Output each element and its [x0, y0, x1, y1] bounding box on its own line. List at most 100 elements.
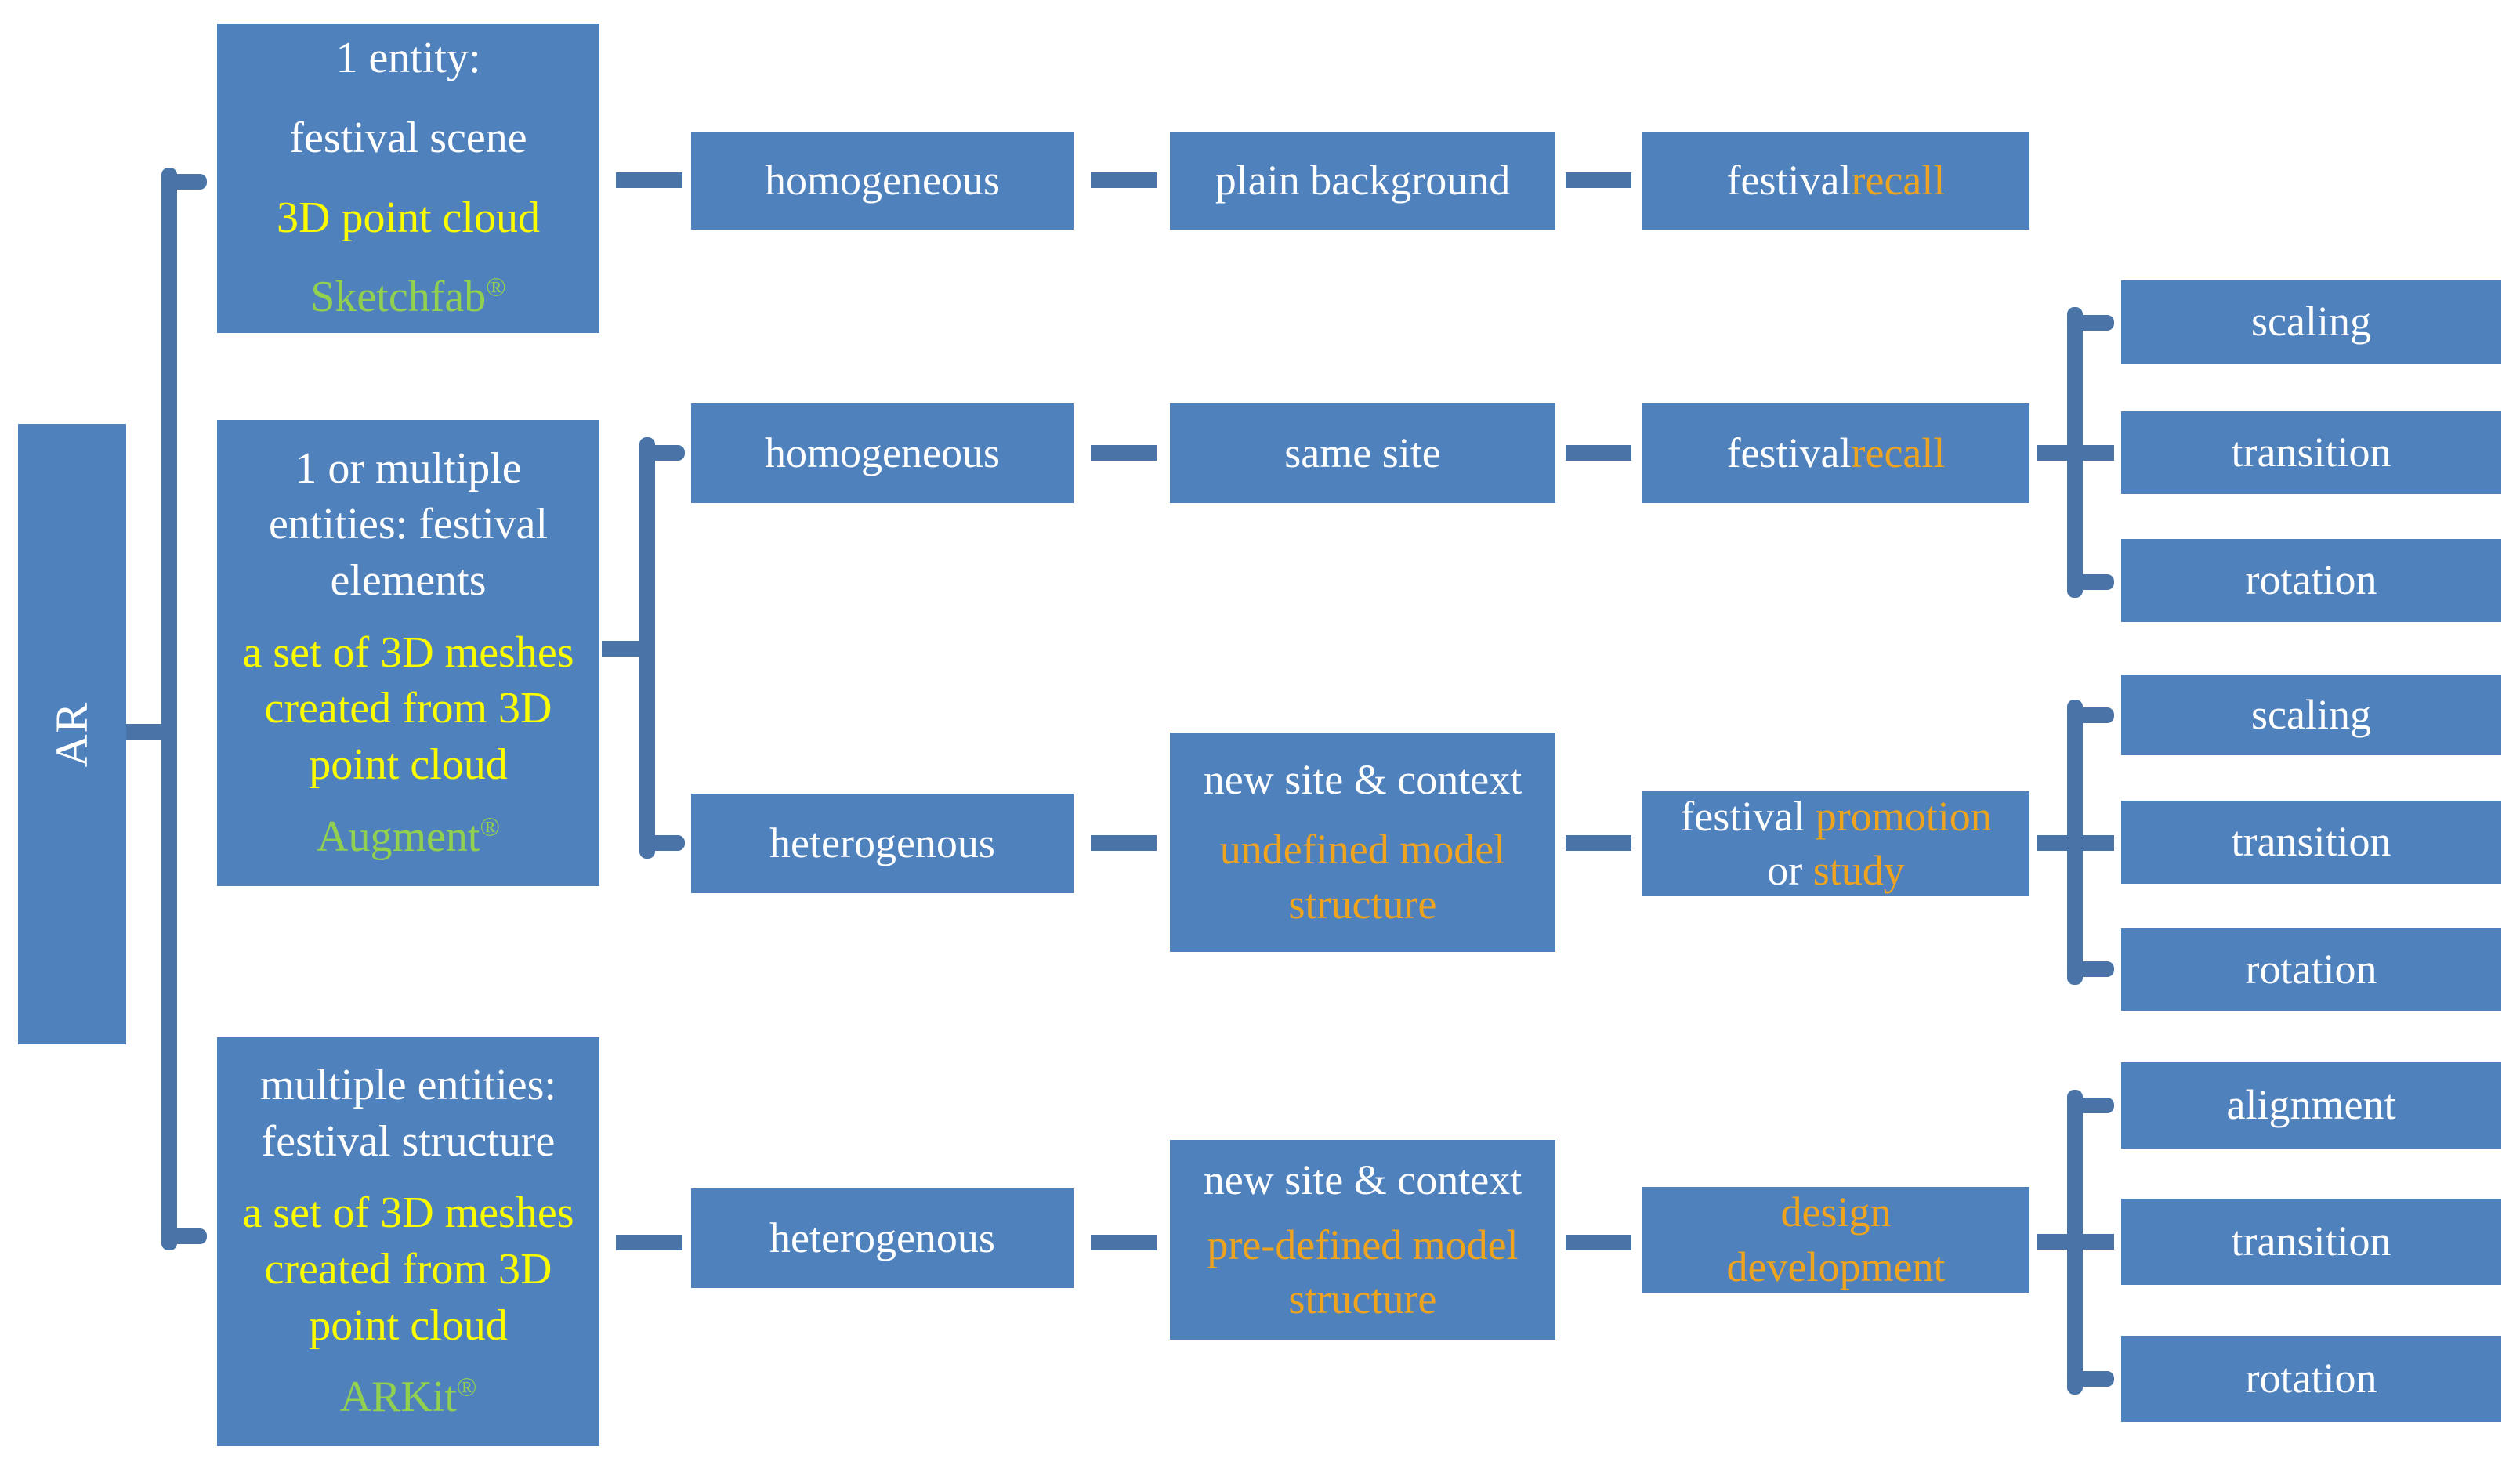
node-ops3-transition: transition — [2121, 1199, 2501, 1285]
design-development-line2: development — [1726, 1243, 1946, 1290]
row2-homogeneous-label: homogeneous — [765, 429, 1000, 476]
bracket-middle-top-elbow — [639, 445, 685, 461]
promotion-white2: or — [1767, 847, 1813, 894]
festival-scene-line1: 1 entity: — [335, 34, 481, 83]
node-plain-background: plain background — [1170, 132, 1555, 230]
node-row2-homogeneous: homogeneous — [691, 403, 1074, 503]
festival-scene-line3: 3D point cloud — [277, 193, 540, 242]
connector-row3-dash1 — [616, 1235, 682, 1250]
het1-heterogenous-label: heterogenous — [769, 819, 995, 866]
new-site-predefined-line1: new site & context — [1203, 1156, 1522, 1203]
node-ops3-rotation: rotation — [2121, 1336, 2501, 1422]
ops1-rotation-label: rotation — [2245, 556, 2377, 604]
node-row1-homogeneous: homogeneous — [691, 132, 1074, 230]
bracket-right2-top-elbow — [2067, 707, 2114, 723]
bracket-left-bottom-elbow — [161, 1228, 207, 1244]
connector-row2-dash1 — [1091, 445, 1157, 461]
festival-elements-line6: point cloud — [309, 740, 508, 789]
node-row1-festival-recall: festival recall — [1642, 132, 2029, 230]
node-row3-heterogenous: heterogenous — [691, 1188, 1074, 1288]
ops2-rotation-label: rotation — [2245, 945, 2377, 993]
node-new-site-undefined: new site & context undefined model struc… — [1170, 733, 1555, 952]
bracket-right3-mid-stub — [2037, 1234, 2114, 1250]
node-ops2-transition: transition — [2121, 801, 2501, 884]
bracket-right2-bottom-elbow — [2067, 961, 2114, 977]
festival-structure-line3: a set of 3D meshes — [242, 1188, 574, 1238]
node-ops2-rotation: rotation — [2121, 928, 2501, 1011]
ops2-transition-label: transition — [2231, 818, 2391, 866]
node-ops1-rotation: rotation — [2121, 539, 2501, 622]
ops1-transition-label: transition — [2231, 428, 2391, 476]
row3-heterogenous-label: heterogenous — [769, 1214, 995, 1261]
node-festival-scene: 1 entity: festival scene 3D point cloud … — [217, 24, 599, 333]
connector-row1-dash2 — [1091, 172, 1157, 188]
connector-ar-stub — [126, 724, 164, 740]
row1-recall-white: festival — [1726, 156, 1852, 204]
bracket-right3-top-elbow — [2067, 1098, 2114, 1113]
node-ops1-transition: transition — [2121, 411, 2501, 494]
ops3-alignment-label: alignment — [2226, 1081, 2396, 1129]
festival-scene-brand: Sketchfab — [310, 273, 487, 322]
same-site-label: same site — [1284, 429, 1441, 476]
ops2-scaling-label: scaling — [2251, 690, 2371, 738]
registered-trademark-icon: ® — [486, 273, 506, 302]
festival-structure-line4: created from 3D — [264, 1245, 552, 1293]
node-same-site: same site — [1170, 403, 1555, 503]
new-site-predefined-line2: pre-defined model — [1207, 1221, 1519, 1268]
festival-elements-line2: entities: festival — [268, 500, 549, 549]
connector-box2-stub — [602, 641, 655, 657]
connector-row1-dash3 — [1566, 172, 1631, 188]
registered-trademark-icon: ® — [456, 1373, 477, 1402]
bracket-left-vertical — [161, 168, 177, 1250]
node-ar-root: AR — [18, 424, 126, 1044]
bracket-right1-bottom-elbow — [2067, 574, 2114, 590]
connector-row2-dash2 — [1566, 445, 1631, 461]
new-site-undefined-line1: new site & context — [1203, 756, 1522, 804]
ops1-scaling-label: scaling — [2251, 298, 2371, 346]
node-ops3-alignment: alignment — [2121, 1062, 2501, 1149]
connector-row1-dash1 — [616, 172, 682, 188]
node-festival-promotion-study: festival promotion or study — [1642, 791, 2029, 896]
bracket-left-top-elbow — [161, 174, 207, 190]
new-site-undefined-line2: undefined model — [1219, 826, 1506, 874]
promotion-white1: festival — [1680, 792, 1816, 840]
promotion-orange1: promotion — [1815, 792, 1992, 840]
node-row2-festival-recall: festival recall — [1642, 403, 2029, 503]
bracket-right1-mid-stub — [2037, 445, 2114, 461]
festival-elements-line5: created from 3D — [264, 684, 552, 733]
festival-elements-line3: elements — [330, 555, 487, 605]
bracket-right1-top-elbow — [2067, 315, 2114, 331]
festival-elements-line4: a set of 3D meshes — [242, 628, 574, 677]
festival-elements-brand: Augment — [317, 812, 480, 861]
festival-structure-line2: festival structure — [261, 1116, 556, 1166]
connector-row3-dash3 — [1566, 1235, 1631, 1250]
bracket-right3-bottom-elbow — [2067, 1371, 2114, 1387]
new-site-undefined-line3: structure — [1288, 880, 1437, 928]
ops3-transition-label: transition — [2231, 1217, 2391, 1265]
design-development-line1: design — [1780, 1188, 1892, 1236]
node-design-development: design development — [1642, 1187, 2029, 1293]
row1-recall-orange: recall — [1851, 156, 1946, 204]
bracket-middle-bottom-elbow — [639, 835, 685, 851]
row2-recall-white: festival — [1726, 429, 1852, 476]
node-ops2-scaling: scaling — [2121, 675, 2501, 755]
node-festival-elements: 1 or multiple entities: festival element… — [217, 420, 599, 886]
ops3-rotation-label: rotation — [2245, 1355, 2377, 1402]
connector-het-dash1 — [1091, 835, 1157, 851]
connector-row3-dash2 — [1091, 1235, 1157, 1250]
promotion-orange2: study — [1812, 847, 1905, 894]
registered-trademark-icon: ® — [480, 812, 500, 842]
row2-recall-orange: recall — [1851, 429, 1946, 476]
node-het1-heterogenous: heterogenous — [691, 794, 1074, 893]
new-site-predefined-line3: structure — [1288, 1275, 1437, 1323]
row1-homogeneous-label: homogeneous — [765, 156, 1000, 204]
connector-het-dash2 — [1566, 835, 1631, 851]
node-festival-structure: multiple entities: festival structure a … — [217, 1037, 599, 1446]
bracket-right2-mid-stub — [2037, 835, 2114, 851]
festival-structure-brand: ARKit — [339, 1373, 457, 1422]
festival-scene-line2: festival scene — [289, 113, 527, 162]
ar-root-label: AR — [45, 700, 97, 768]
plain-background-label: plain background — [1215, 156, 1511, 204]
festival-structure-line5: point cloud — [309, 1301, 508, 1350]
